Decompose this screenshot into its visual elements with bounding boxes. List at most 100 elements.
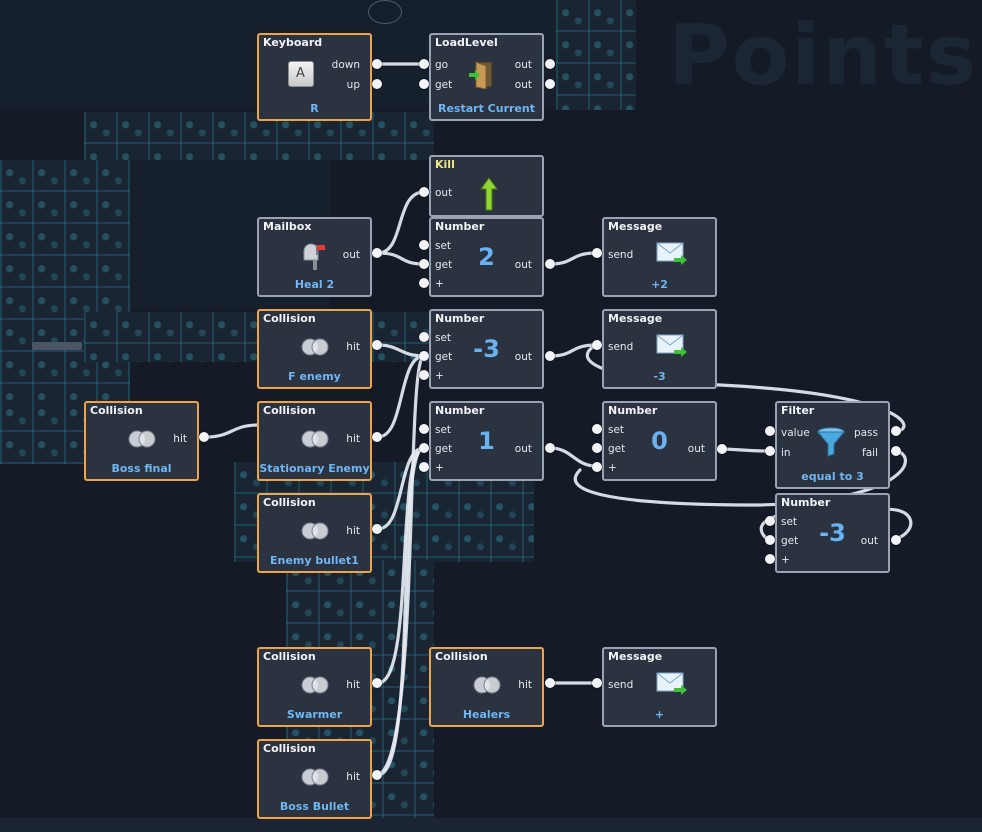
port-number-m3b-out[interactable] xyxy=(891,535,901,545)
port-loadlevel-get[interactable] xyxy=(419,79,429,89)
port-number1-set[interactable] xyxy=(419,424,429,434)
port-message-plus2-send[interactable] xyxy=(592,248,602,258)
overlap-circles-icon xyxy=(300,337,330,361)
collision-node-stationary-enemy[interactable]: Collision hit Stationary Enemy xyxy=(257,401,372,481)
mailbox-node[interactable]: Mailbox out Heal 2 xyxy=(257,217,372,297)
port-number1-plus[interactable] xyxy=(419,462,429,472)
number-node-minus3-a[interactable]: Number set get + out -3 xyxy=(429,309,544,389)
port-filter-value[interactable] xyxy=(765,426,775,436)
number-node-2[interactable]: Number set get + out 2 xyxy=(429,217,544,297)
number-node-0[interactable]: Number set get + out 0 xyxy=(602,401,717,481)
port-out-label: out xyxy=(514,443,532,455)
port-number2-set[interactable] xyxy=(419,240,429,250)
number-value: 0 xyxy=(651,427,668,455)
port-kill-out[interactable] xyxy=(419,187,429,197)
node-title: Number xyxy=(435,312,485,325)
port-number2-plus[interactable] xyxy=(419,278,429,288)
port-keyboard-down[interactable] xyxy=(372,59,382,69)
port-send-label: send xyxy=(608,679,634,691)
port-fail-label: fail xyxy=(862,447,878,459)
overlap-circles-icon xyxy=(472,675,502,699)
port-stationary-hit[interactable] xyxy=(372,432,382,442)
overlap-circles-icon xyxy=(127,429,157,453)
wire-swarmer-to-number1 xyxy=(376,446,426,685)
keyboard-node[interactable]: Keyboard A down up R xyxy=(257,33,372,121)
port-number-m3a-out[interactable] xyxy=(545,351,555,361)
port-boss-bullet-hit[interactable] xyxy=(372,770,382,780)
wire-mailbox-to-number2-get xyxy=(376,251,426,266)
wire-bossbullet-to-number-m3a xyxy=(376,354,426,777)
port-out-label: out xyxy=(860,535,878,547)
message-node-minus3[interactable]: Message send -3 xyxy=(602,309,717,389)
collision-node-healers[interactable]: Collision hit Healers xyxy=(429,647,544,727)
port-f-enemy-hit[interactable] xyxy=(372,340,382,350)
port-get-label: get xyxy=(435,259,453,271)
port-message-m3-send[interactable] xyxy=(592,340,602,350)
port-hit-label: hit xyxy=(518,679,532,691)
node-title: Kill xyxy=(435,158,455,171)
kill-node[interactable]: Kill out xyxy=(429,155,544,217)
collision-node-enemy-bullet1[interactable]: Collision hit Enemy bullet1 xyxy=(257,493,372,573)
port-number-m3b-get[interactable] xyxy=(765,535,775,545)
port-number0-out[interactable] xyxy=(717,444,727,454)
port-get-label: get xyxy=(435,351,453,363)
port-set-label: set xyxy=(608,424,625,436)
port-number-m3b-plus[interactable] xyxy=(765,554,775,564)
node-caption: Enemy bullet1 xyxy=(270,554,359,567)
port-enemy-bullet1-hit[interactable] xyxy=(372,524,382,534)
port-boss-final-hit[interactable] xyxy=(199,432,209,442)
port-number2-get[interactable] xyxy=(419,259,429,269)
port-number0-get[interactable] xyxy=(592,443,602,453)
port-number2-out[interactable] xyxy=(545,259,555,269)
wire-number2-to-message xyxy=(548,251,598,266)
port-filter-pass[interactable] xyxy=(891,426,901,436)
node-title: Message xyxy=(608,650,663,663)
collision-node-boss-final[interactable]: Collision hit Boss final xyxy=(84,401,199,481)
port-loadlevel-out2[interactable] xyxy=(545,79,555,89)
number-node-1[interactable]: Number set get + out 1 xyxy=(429,401,544,481)
wire-bossfinal-to-stationary xyxy=(204,423,260,439)
port-number-m3a-get[interactable] xyxy=(419,351,429,361)
port-number-m3b-set[interactable] xyxy=(765,516,775,526)
envelope-icon xyxy=(656,333,688,363)
port-filter-fail[interactable] xyxy=(891,446,901,456)
port-number0-set[interactable] xyxy=(592,424,602,434)
port-number-m3a-set[interactable] xyxy=(419,332,429,342)
message-node-plus[interactable]: Message send + xyxy=(602,647,717,727)
filter-node[interactable]: Filter value in pass fail equal to 3 xyxy=(775,401,890,489)
port-message-plus-send[interactable] xyxy=(592,678,602,688)
loadlevel-node[interactable]: LoadLevel go get out out Restart Current xyxy=(429,33,544,121)
port-filter-in[interactable] xyxy=(765,446,775,456)
port-healers-hit[interactable] xyxy=(545,678,555,688)
port-number1-get[interactable] xyxy=(419,443,429,453)
overlap-circles-icon xyxy=(300,675,330,699)
port-number-m3a-plus[interactable] xyxy=(419,370,429,380)
port-mailbox-out[interactable] xyxy=(372,248,382,258)
collision-node-swarmer[interactable]: Collision hit Swarmer xyxy=(257,647,372,727)
number-value: 2 xyxy=(478,243,495,271)
port-out2-label: out xyxy=(514,79,532,91)
port-loadlevel-go[interactable] xyxy=(419,59,429,69)
port-pass-label: pass xyxy=(853,427,878,439)
port-loadlevel-out1[interactable] xyxy=(545,59,555,69)
collision-node-boss-bullet[interactable]: Collision hit Boss Bullet xyxy=(257,739,372,819)
port-keyboard-up[interactable] xyxy=(372,79,382,89)
up-arrow-icon xyxy=(479,177,498,215)
number-node-minus3-b[interactable]: Number set get + out -3 xyxy=(775,493,890,573)
collision-node-f-enemy[interactable]: Collision hit F enemy xyxy=(257,309,372,389)
port-get-label: get xyxy=(608,443,626,455)
level-ghost-marker xyxy=(368,0,402,24)
node-caption: Heal 2 xyxy=(294,278,335,291)
port-send-label: send xyxy=(608,249,634,261)
keycap-icon: A xyxy=(287,61,314,87)
port-number1-out[interactable] xyxy=(545,443,555,453)
port-value-label: value xyxy=(781,427,810,439)
message-node-plus2[interactable]: Message send +2 xyxy=(602,217,717,297)
port-number0-plus[interactable] xyxy=(592,462,602,472)
envelope-icon xyxy=(656,671,688,701)
wire-enemybullet-to-number1 xyxy=(376,446,426,531)
port-hit-label: hit xyxy=(173,433,187,445)
wire-filter-pass-loop xyxy=(585,343,906,433)
port-swarmer-hit[interactable] xyxy=(372,678,382,688)
